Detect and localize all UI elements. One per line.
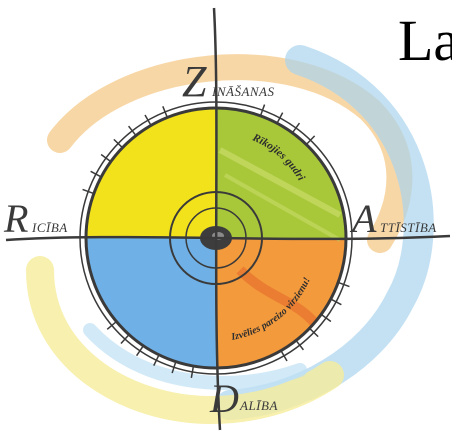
label-right-letter: A: [349, 196, 377, 241]
swirl-blue-lower: [83, 323, 307, 390]
ring-tick: [144, 114, 152, 126]
ring-tick: [127, 125, 137, 137]
quadrant-bottom-left: [86, 238, 217, 368]
horizontal-axis: [5, 234, 451, 242]
label-left-word: ICĪBA: [31, 220, 68, 235]
label-top-letter: Z: [182, 57, 207, 106]
ring-tick: [295, 339, 305, 351]
swirl-yellow: [26, 256, 344, 425]
ring-tick: [106, 320, 117, 330]
page-heading: La: [398, 8, 452, 73]
ring-tick: [90, 170, 102, 178]
ring-tick: [291, 122, 301, 134]
ring-tick: [113, 138, 124, 149]
ring-tick: [259, 104, 266, 117]
label-left-letter: R: [3, 196, 28, 241]
ring-tick: [308, 327, 319, 338]
ring-tick: [120, 334, 130, 345]
label-bottom-letter: D: [209, 376, 239, 421]
ring-tick: [162, 106, 168, 118]
vertical-axis: [212, 7, 222, 431]
ring-ticks: [82, 104, 350, 378]
ring-tick: [305, 135, 316, 146]
label-bottom-word: ALĪBA: [239, 398, 278, 413]
ring-tick: [330, 298, 342, 306]
ring-tick: [171, 361, 177, 374]
ring-tick: [276, 112, 284, 124]
ring-tick: [190, 365, 195, 378]
ring-tick: [320, 313, 332, 323]
ring-tick: [280, 350, 288, 362]
ring-tick: [135, 345, 144, 357]
ring-tick: [337, 281, 350, 288]
ring-tick: [100, 153, 112, 163]
label-top-word: INĀŠANAS: [211, 84, 275, 99]
label-right-word: TTĪSTĪBA: [380, 220, 437, 235]
ring-tick: [153, 354, 160, 366]
ring-tick: [82, 188, 95, 195]
